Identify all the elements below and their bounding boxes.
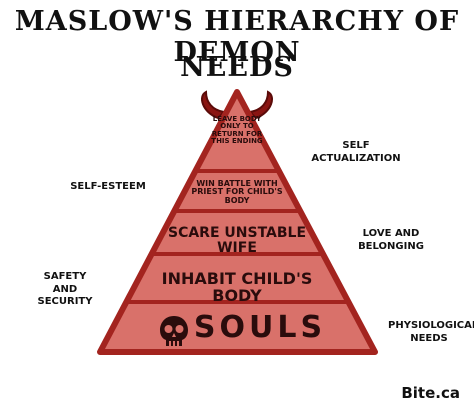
skull-icon	[160, 316, 188, 346]
tier-top-text: LEAVE BODY ONLY TO RETURN FOR THIS ENDIN…	[211, 115, 263, 146]
label-love-belonging: LOVE AND BELONGING	[358, 228, 424, 252]
label-self-esteem: SELF-ESTEEM	[70, 181, 146, 192]
tier-dividers	[128, 169, 346, 304]
pyramid-body	[97, 89, 378, 355]
label-safety-security: SAFETY AND SECURITY	[37, 271, 93, 307]
tier-second-text: WIN BATTLE WITH PRIEST FOR CHILD'S BODY	[191, 179, 283, 205]
title-line-1: MASLOW'S HIERARCHY OF DEMON	[14, 6, 460, 68]
demon-horns-icon	[201, 90, 273, 120]
label-self-actualization: SELF ACTUALIZATION	[311, 140, 401, 164]
tier-base-text: SOULS	[193, 310, 327, 345]
title-line-2: NEEDS	[180, 52, 294, 83]
tier-fourth-text: INHABIT CHILD'S BODY	[161, 269, 313, 305]
tier-third-text: SCARE UNSTABLE WIFE	[167, 225, 307, 256]
label-physiological: PHYSIOLOGICAL NEEDS	[388, 320, 474, 344]
credit-watermark: Bite.ca	[401, 384, 460, 402]
